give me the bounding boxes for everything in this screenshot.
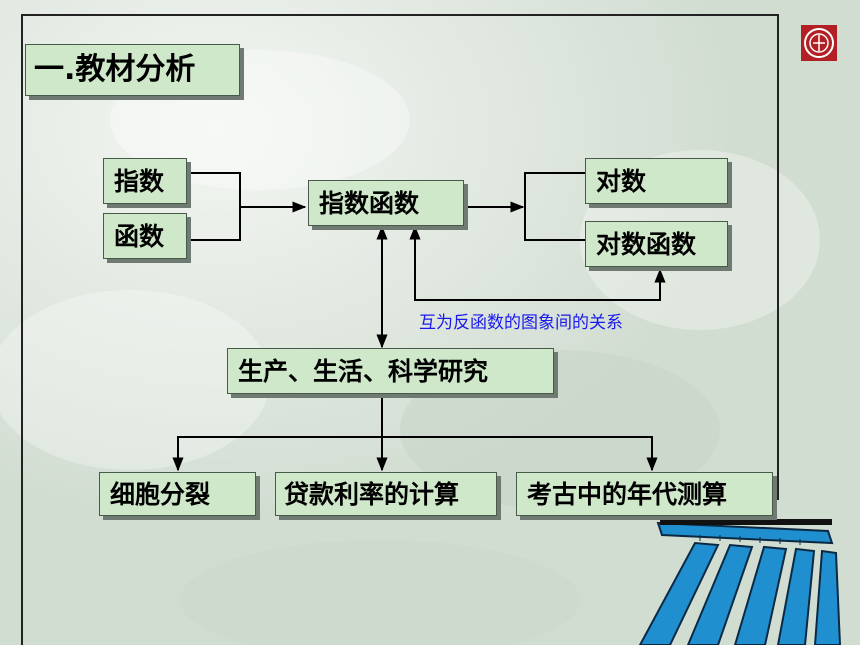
node-example-archaeology-dating: 考古中的年代测算 (516, 472, 773, 516)
node-zhishu: 指数 (103, 158, 187, 204)
domino-stack-icon (638, 519, 842, 645)
bracket-right (524, 172, 585, 241)
school-seal-icon (801, 25, 837, 61)
node-zhishu-hanshu-label: 指数函数 (319, 188, 420, 218)
slide-title: 一.教材分析 (25, 44, 240, 96)
inverse-relation-arrow (409, 225, 666, 301)
node-application-label: 生产、生活、科学研究 (238, 356, 489, 386)
node-zhishu-hanshu: 指数函数 (308, 180, 464, 226)
node-example-loan-interest: 贷款利率的计算 (275, 472, 497, 516)
node-duishu-hanshu: 对数函数 (585, 221, 728, 267)
node-example-cell-division: 细胞分裂 (99, 472, 256, 516)
node-duishu-label: 对数 (596, 166, 647, 196)
node-zhishu-label: 指数 (114, 166, 165, 196)
branch-examples (177, 436, 653, 470)
node-application: 生产、生活、科学研究 (227, 348, 554, 394)
example-label: 细胞分裂 (110, 479, 211, 509)
node-duishu-hanshu-label: 对数函数 (596, 229, 697, 259)
bracket-left (190, 172, 241, 241)
node-hanshu-label: 函数 (114, 221, 165, 251)
inverse-relation-caption: 互为反函数的图象间的关系 (419, 313, 623, 333)
example-label: 考古中的年代测算 (527, 479, 728, 509)
slide-title-text: 一.教材分析 (34, 52, 196, 87)
node-hanshu: 函数 (103, 213, 187, 259)
example-label: 贷款利率的计算 (284, 479, 460, 509)
node-duishu: 对数 (585, 158, 728, 204)
